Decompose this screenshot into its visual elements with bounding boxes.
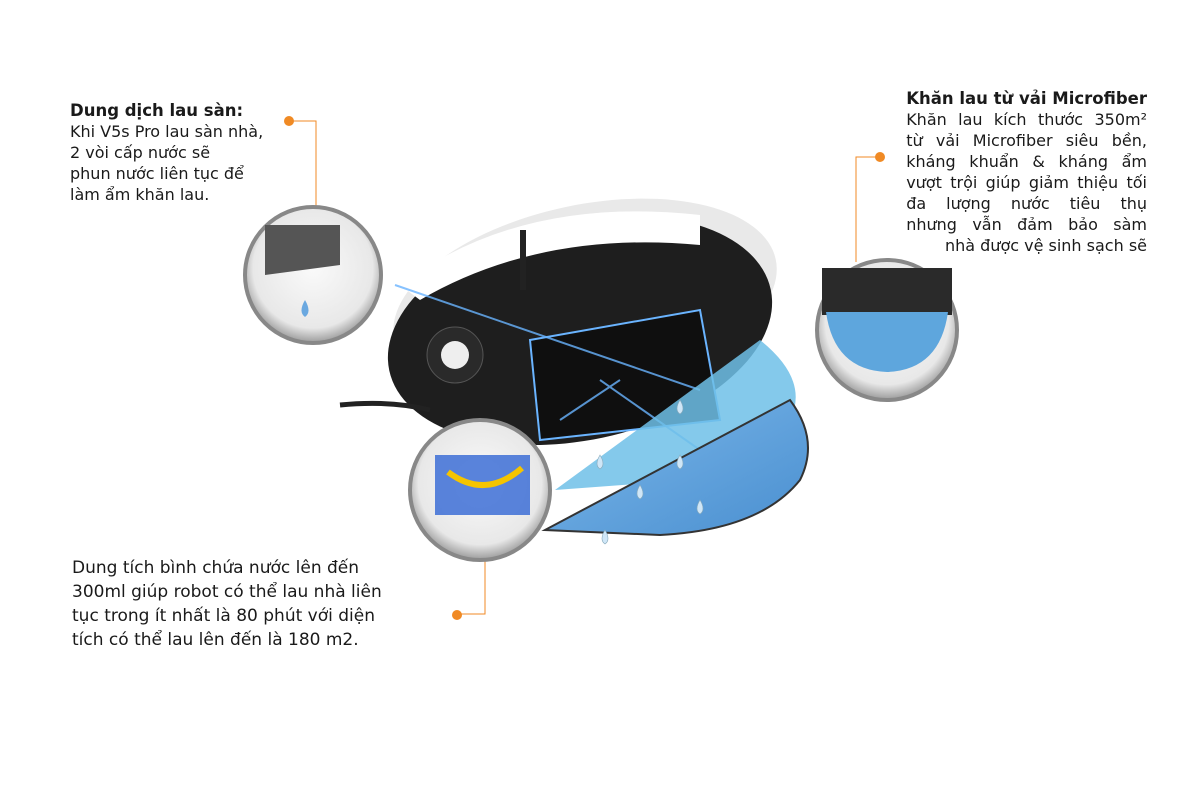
callout-line: 2 vòi cấp nước sẽ xyxy=(70,143,211,162)
callout-line: nhưng vẫn đảm bảo sàm xyxy=(906,215,1147,234)
detail-mop-circle xyxy=(815,258,959,402)
callout-dot-1 xyxy=(284,116,294,126)
callout-lines xyxy=(289,120,880,615)
callout-line: phun nước liên tục để xyxy=(70,164,244,183)
callout-line: vượt trội giúp giảm thiệu tối xyxy=(906,173,1147,192)
callout-line: Dung tích bình chứa nước lên đến xyxy=(72,558,360,578)
detail-tank-circle xyxy=(408,418,552,562)
mop-pad xyxy=(541,340,809,545)
callout-line: Khi V5s Pro lau sàn nhà, xyxy=(70,122,264,141)
callout-title: Khăn lau từ vải Microfiber xyxy=(906,89,1147,108)
callout-title: Dung dịch lau sàn: xyxy=(70,101,244,120)
callout-line: từ vải Microfiber siêu bền, xyxy=(906,131,1147,150)
microfiber-callout: Khăn lau từ vải Microfiber Khăn lau kích… xyxy=(906,88,1147,256)
detail-nozzle-circle xyxy=(243,205,383,345)
callout-line: tích có thể lau lên đến là 180 m2. xyxy=(72,630,359,650)
callout-line: nhà được vệ sinh sạch sẽ xyxy=(944,236,1147,255)
callout-dot-2 xyxy=(875,152,885,162)
callout-line: 300ml giúp robot có thể lau nhà liên xyxy=(72,582,382,602)
callout-line: Khăn lau kích thước 350m² xyxy=(906,110,1147,129)
callout-line: tục trong ít nhất là 80 phút với diện xyxy=(72,606,375,626)
callout-line: đa lượng nước tiêu thụ xyxy=(906,194,1147,213)
callout-line: kháng khuẩn & kháng ẩm xyxy=(906,152,1147,171)
callout-line: làm ẩm khăn lau. xyxy=(70,185,210,204)
callout-dot-3 xyxy=(452,610,462,620)
cleaning-solution-callout: Dung dịch lau sàn: Khi V5s Pro lau sàn n… xyxy=(70,100,263,205)
water-tank-callout: Dung tích bình chứa nước lên đến 300ml g… xyxy=(72,556,382,652)
